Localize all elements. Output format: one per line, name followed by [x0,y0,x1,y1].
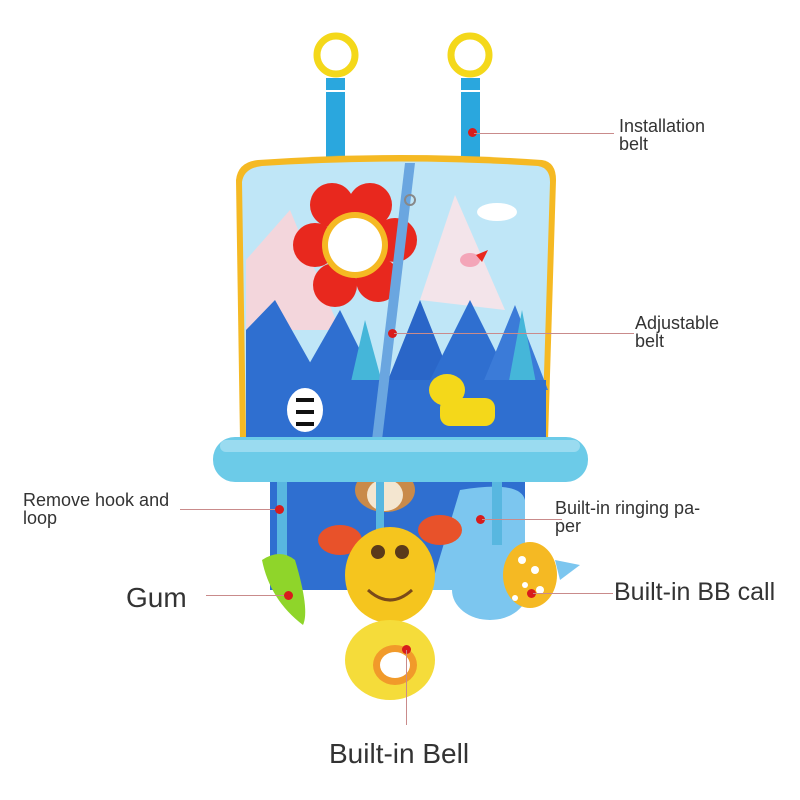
callout-adjustable-belt: Adjustable belt [635,314,719,350]
callout-built-in-bb-call: Built-in BB call [614,578,776,606]
callout-line-2: per [555,516,582,536]
callout-line-1: Installation [619,116,706,136]
leader-line [482,519,562,520]
callout-built-in-ringing-paper: Built-in ringing pa- per [555,499,700,535]
callout-installation-belt: Installation belt [619,117,705,153]
callout-line-1: Remove hook and [23,490,170,510]
hanging-ring-right-icon [447,32,493,78]
giraffe-rattle-icon [318,515,462,700]
zebra-icon [287,388,323,432]
callout-line-1: Built-in ringing pa- [555,498,701,518]
leader-line [406,650,407,725]
elephant-plush-icon [452,542,580,620]
tiger-icon [429,374,495,426]
marker-dot [275,505,284,514]
marker-dot [476,515,485,524]
callout-built-in-bell: Built-in Bell [329,738,470,769]
marker-dot [527,589,536,598]
hanging-ring-left-icon [313,32,359,78]
marker-dot [388,329,397,338]
leader-line [533,593,613,594]
leader-line [206,595,286,596]
callout-line-2: belt [619,134,649,154]
marker-dot [284,591,293,600]
leader-line [474,133,614,134]
flower-mirror-icon [293,183,417,307]
callout-line-2: loop [23,508,58,528]
callout-line-2: belt [635,331,665,351]
callout-remove-hook-and-loop: Remove hook and loop [23,491,169,527]
teether-leaf-icon [262,554,306,625]
marker-dot [402,645,411,654]
callout-gum: Gum [126,582,187,613]
leader-line [180,509,276,510]
leader-line [394,333,634,334]
callout-line-1: Adjustable [635,313,720,333]
bird-icon [460,250,488,267]
marker-dot [468,128,477,137]
